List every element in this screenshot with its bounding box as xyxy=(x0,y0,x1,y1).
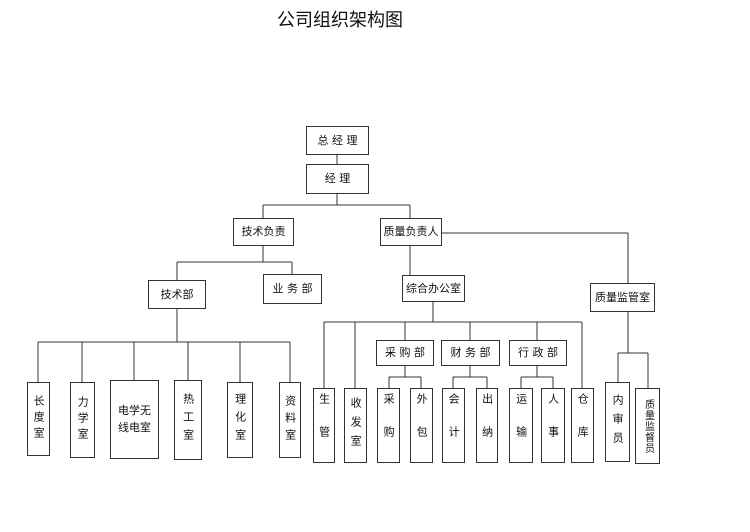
node-manager: 经 理 xyxy=(306,164,369,194)
page-title: 公司组织架构图 xyxy=(277,10,403,31)
node-physchem-room: 理化室 xyxy=(227,382,253,458)
node-quality-supervision-office: 质量监管室 xyxy=(590,283,655,312)
node-outsourcing: 外包 xyxy=(410,388,433,463)
node-warehouse: 仓库 xyxy=(571,388,594,463)
node-general-manager: 总 经 理 xyxy=(306,126,369,155)
node-business-dept: 业 务 部 xyxy=(263,274,322,304)
node-cashier: 出纳 xyxy=(476,388,498,463)
node-length-room: 长度室 xyxy=(27,382,50,456)
node-general-office: 综合办公室 xyxy=(402,275,465,302)
node-accounting: 会计 xyxy=(442,388,465,463)
node-tech-dept: 技术部 xyxy=(148,280,206,309)
node-internal-auditor: 内审员 xyxy=(605,382,630,462)
node-records-room: 资料室 xyxy=(279,382,301,458)
node-admin-dept: 行 政 部 xyxy=(509,340,567,366)
node-personnel: 人事 xyxy=(541,388,565,463)
node-production: 生管 xyxy=(313,388,335,463)
node-quality-lead: 质量负责人 xyxy=(380,218,442,246)
node-mail-room: 收发室 xyxy=(344,388,367,463)
node-tech-lead: 技术负责 xyxy=(233,218,294,246)
node-electrical-wireless-room: 电学无线电室 xyxy=(110,380,159,459)
node-mechanics-room: 力学室 xyxy=(70,382,95,458)
node-transport: 运输 xyxy=(509,388,533,463)
node-thermal-room: 热工室 xyxy=(174,380,202,460)
node-procurement-dept: 采 购 部 xyxy=(376,340,434,366)
node-quality-supervisor: 质量监督员 xyxy=(635,388,660,464)
electrical-wireless-room-label: 电学无线电室 xyxy=(118,404,151,434)
node-finance-dept: 财 务 部 xyxy=(441,340,500,366)
node-purchasing: 采购 xyxy=(377,388,400,463)
